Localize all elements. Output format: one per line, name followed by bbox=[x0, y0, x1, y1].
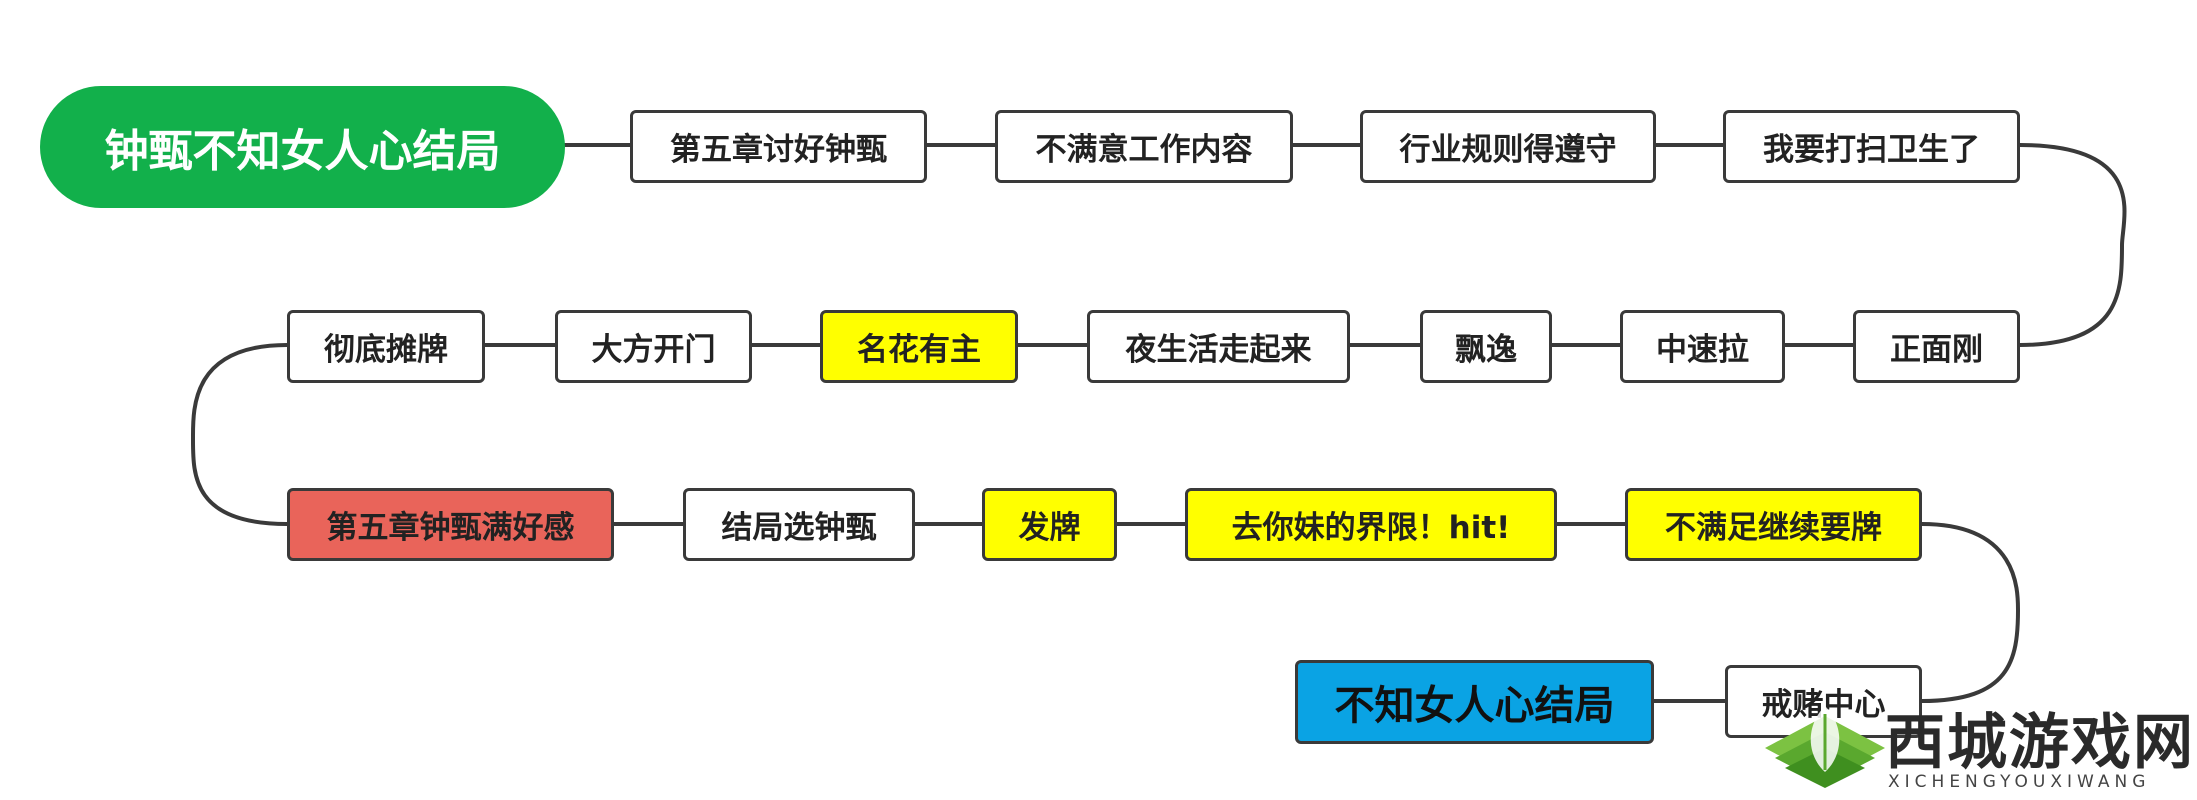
node-step[interactable]: 飘逸 bbox=[1420, 310, 1552, 383]
node-step-highlight[interactable]: 名花有主 bbox=[820, 310, 1018, 383]
node-step-highlight[interactable]: 发牌 bbox=[982, 488, 1117, 561]
node-step[interactable]: 彻底摊牌 bbox=[287, 310, 485, 383]
watermark-logo bbox=[1765, 706, 1885, 788]
connector-curve bbox=[2019, 143, 2127, 347]
connector-curve bbox=[190, 343, 288, 526]
node-step[interactable]: 夜生活走起来 bbox=[1087, 310, 1350, 383]
node-step-checkpoint[interactable]: 第五章钟甄满好感 bbox=[287, 488, 614, 561]
node-step[interactable]: 正面刚 bbox=[1853, 310, 2020, 383]
node-step[interactable]: 中速拉 bbox=[1620, 310, 1785, 383]
end-node[interactable]: 不知女人心结局 bbox=[1295, 660, 1654, 744]
node-step[interactable]: 行业规则得遵守 bbox=[1360, 110, 1656, 183]
connector-curve bbox=[1921, 522, 2021, 703]
node-step-highlight[interactable]: 不满足继续要牌 bbox=[1625, 488, 1922, 561]
watermark-domain: XICHENGYOUXIWANG bbox=[1888, 772, 2151, 792]
leaf-logo-icon bbox=[1765, 706, 1885, 788]
node-step[interactable]: 大方开门 bbox=[555, 310, 752, 383]
node-step[interactable]: 我要打扫卫生了 bbox=[1723, 110, 2020, 183]
node-step-highlight[interactable]: 去你妹的界限！hit! bbox=[1185, 488, 1557, 561]
node-step[interactable]: 结局选钟甄 bbox=[683, 488, 915, 561]
watermark-name: 西城游戏网 bbox=[1885, 708, 2195, 778]
node-step[interactable]: 不满意工作内容 bbox=[995, 110, 1293, 183]
start-node[interactable]: 钟甄不知女人心结局 bbox=[40, 86, 565, 208]
node-step[interactable]: 第五章讨好钟甄 bbox=[630, 110, 927, 183]
